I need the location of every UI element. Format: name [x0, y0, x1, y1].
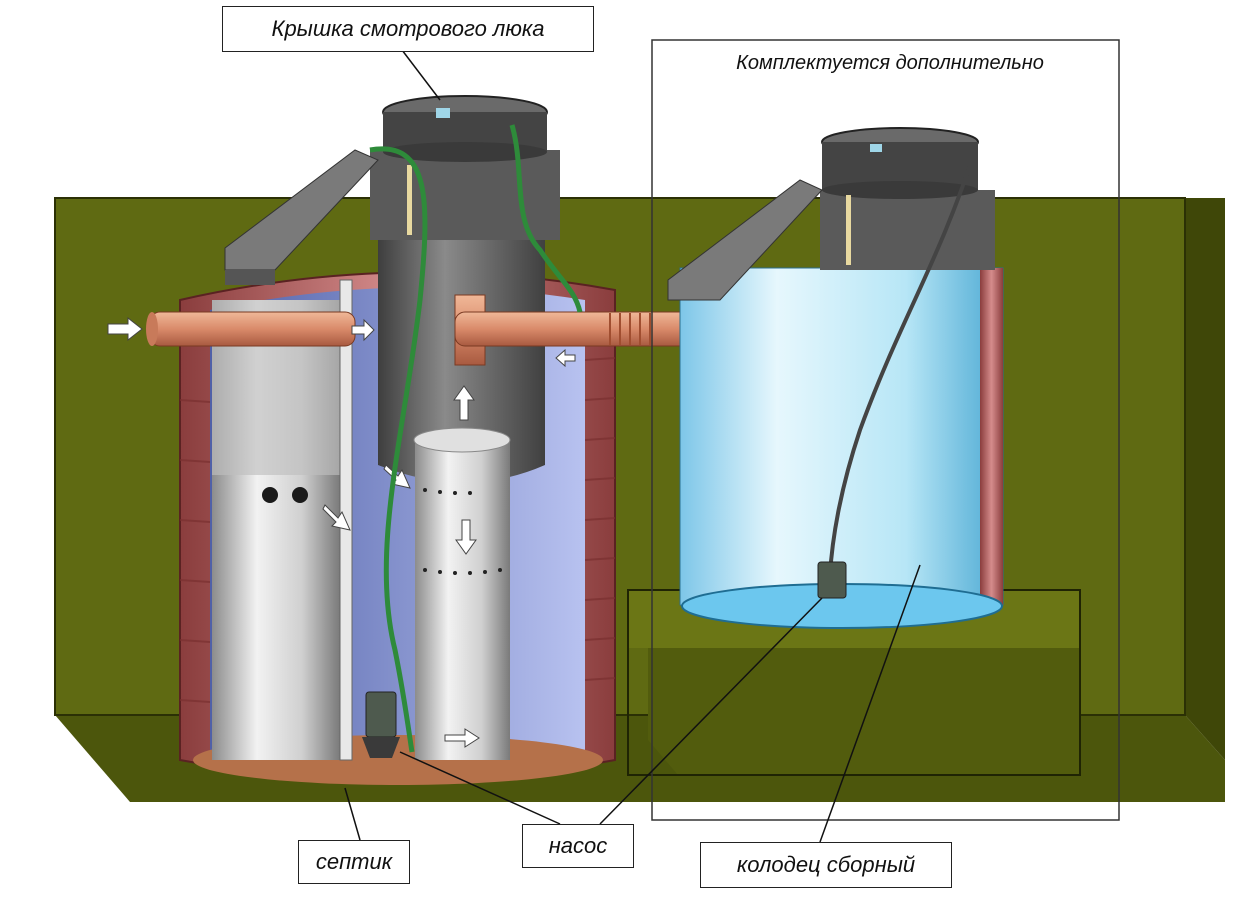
- inlet-pipe: [146, 311, 356, 347]
- leader-lines: [344, 49, 921, 843]
- pump-icon: [362, 691, 400, 758]
- flow-arrow-icon: [107, 316, 576, 748]
- extra-kit-frame: [651, 39, 1120, 821]
- pump-label: насос: [522, 824, 634, 868]
- lid-label: Крышка смотрового люка: [222, 6, 594, 52]
- collecting-well: [667, 127, 1004, 629]
- hose-icon: [369, 146, 428, 753]
- extra-kit-label: Комплектуется дополнительно: [736, 52, 1044, 74]
- septic-label: септик: [298, 840, 410, 884]
- collecting-well-label: колодец сборный: [700, 842, 952, 888]
